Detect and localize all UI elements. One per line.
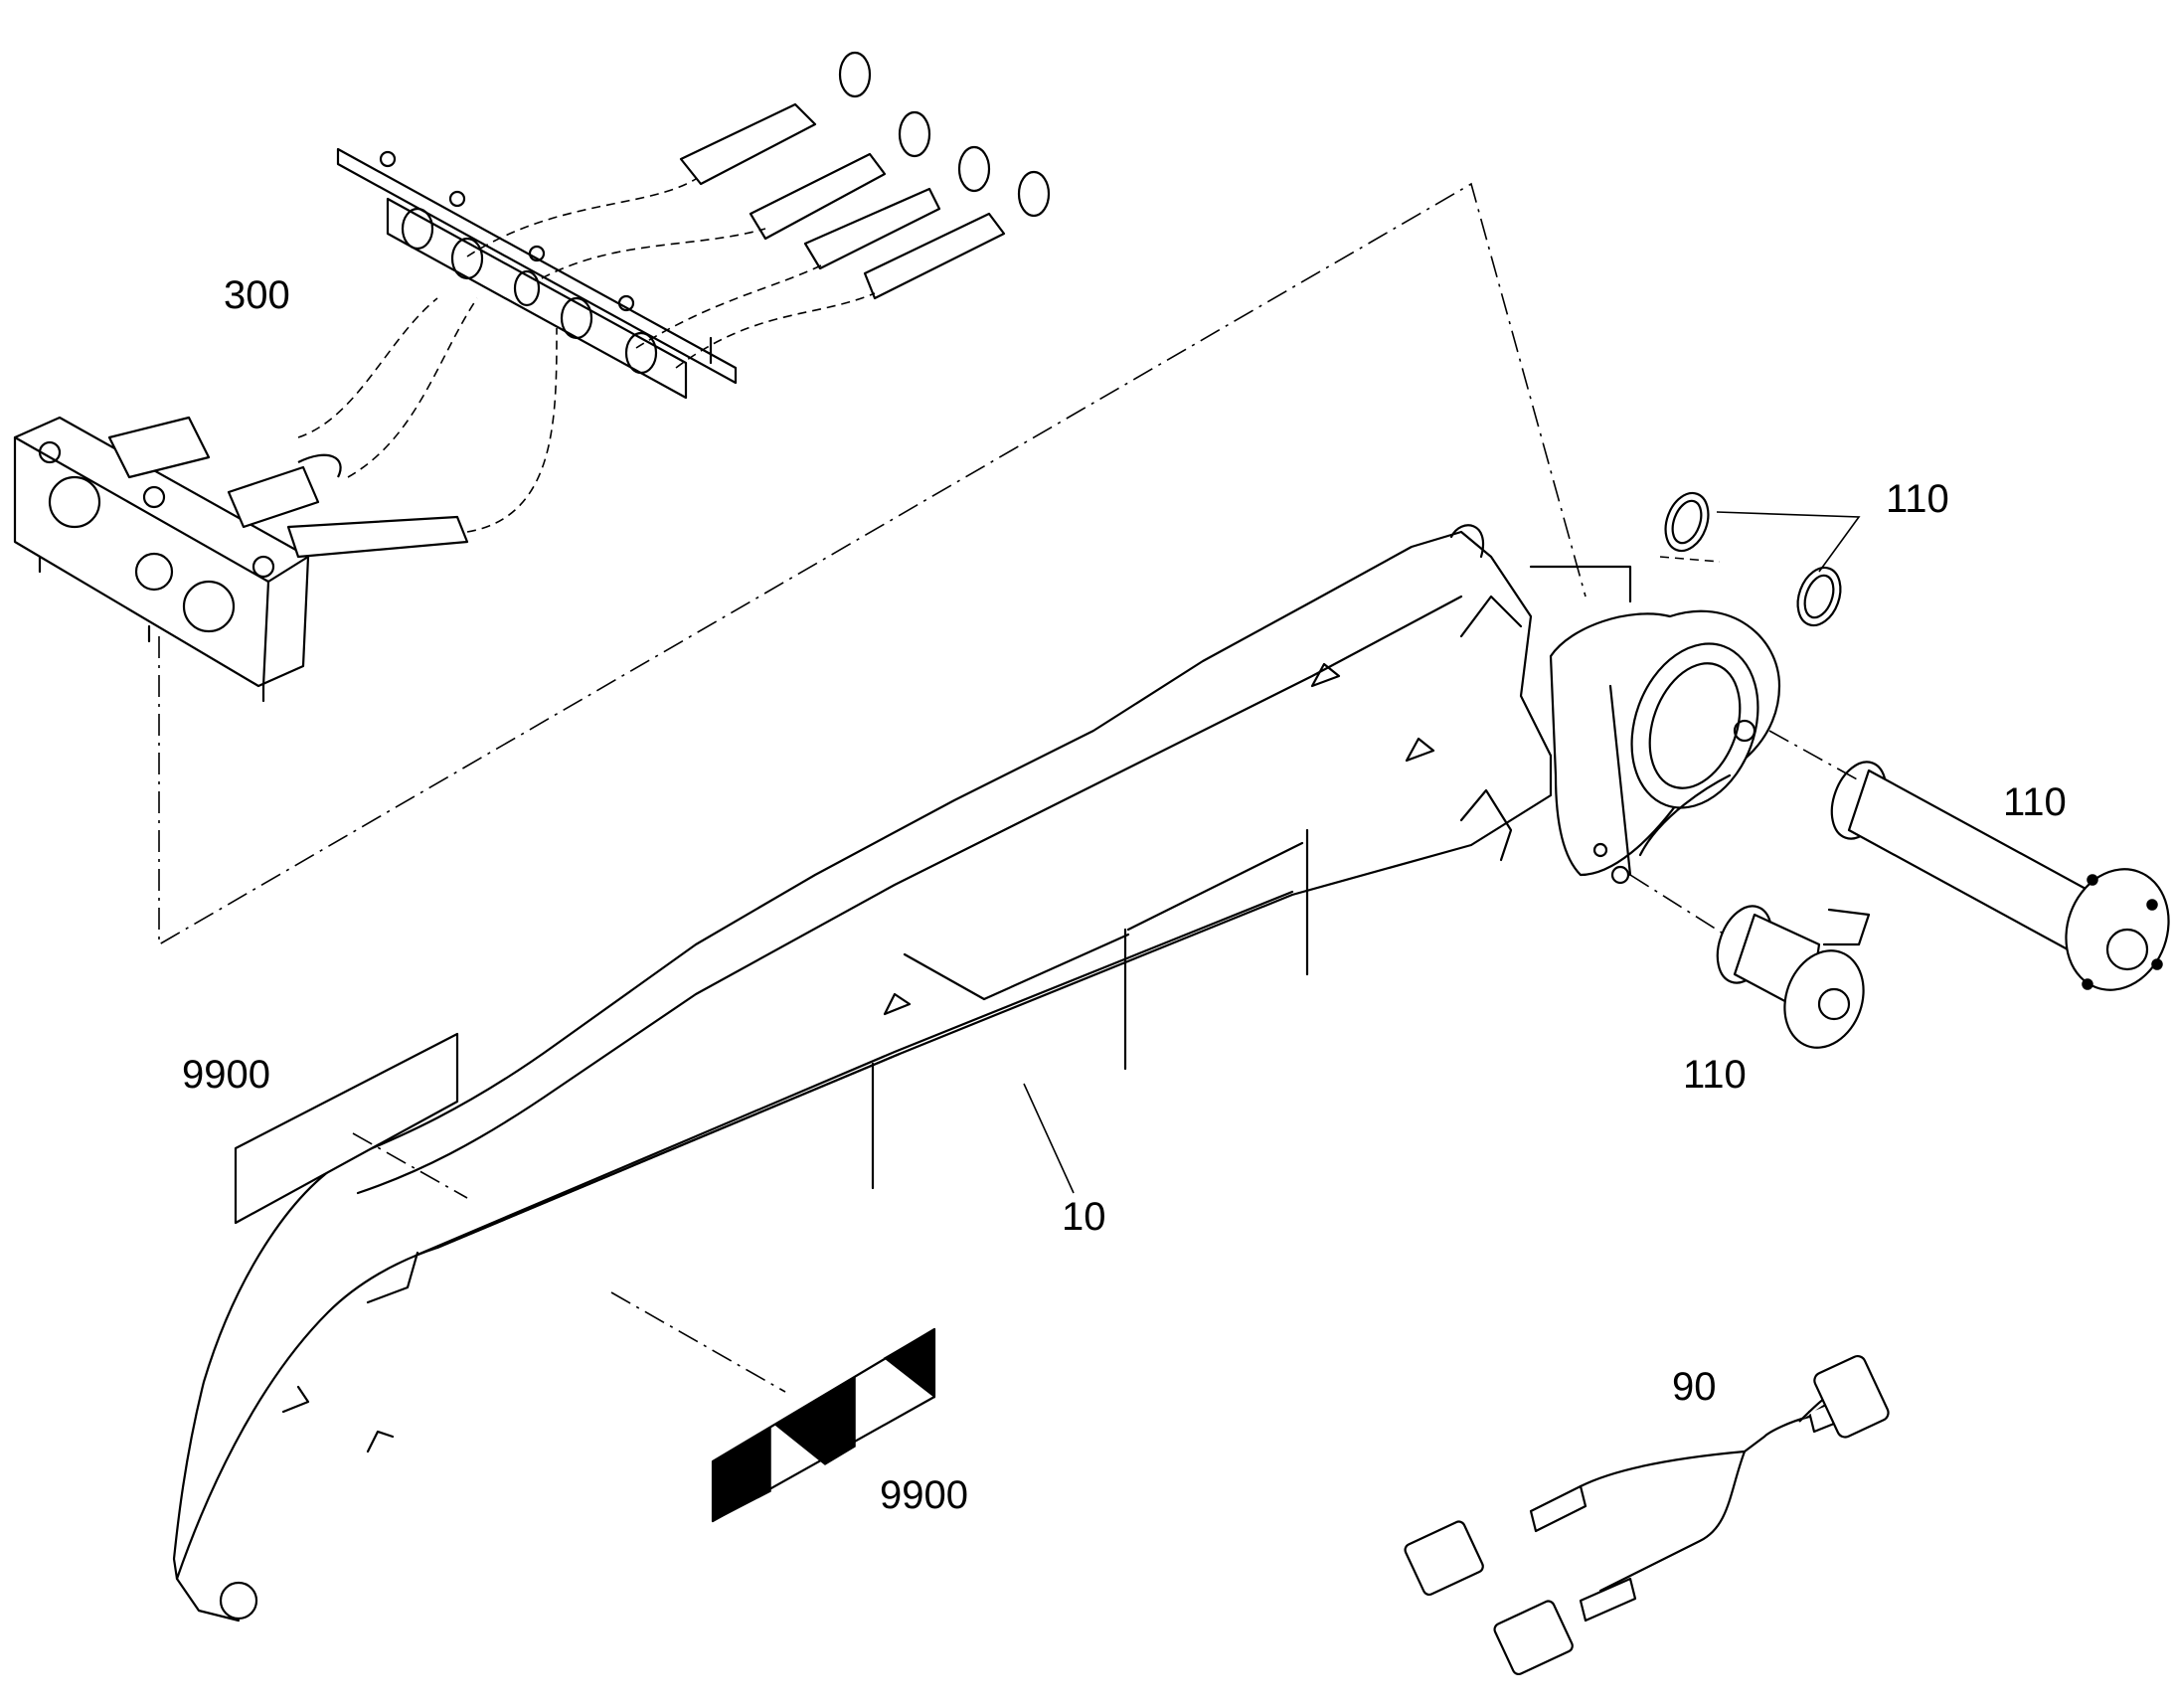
decal-plain: [234, 1032, 459, 1225]
hose-clamp-bar: [336, 147, 738, 400]
label-110-rings: 110: [1886, 477, 1949, 521]
label-9900-plain: 9900: [182, 1053, 270, 1097]
wiring-harness: [1404, 1354, 1890, 1676]
axis-pin-lower: [1629, 874, 1726, 936]
pin-ring-upper: [1664, 491, 1710, 553]
valve-block: [13, 297, 558, 703]
leader-110-top: [1716, 511, 1861, 573]
label-9900-striped: 9900: [880, 1473, 968, 1517]
pin-ring-lower: [1796, 566, 1842, 627]
label-300: 300: [224, 273, 290, 317]
axis-pin-upper: [1768, 730, 1860, 781]
leader-ring-to-pin: [1659, 556, 1721, 563]
pin-short: [1716, 905, 1871, 1049]
pin-long: [1830, 761, 2170, 991]
label-110-short-pin: 110: [1683, 1053, 1747, 1097]
hose-fittings: [466, 51, 1051, 369]
assembly-outline: [158, 182, 1587, 946]
leader-decal-striped: [610, 1291, 786, 1393]
label-10: 10: [1062, 1195, 1106, 1239]
label-110-long-pin: 110: [2003, 780, 2067, 824]
leader-10: [1023, 1083, 1075, 1194]
decal-striped: [711, 1327, 936, 1523]
boom-arm: [172, 524, 1781, 1623]
label-90: 90: [1672, 1365, 1717, 1409]
